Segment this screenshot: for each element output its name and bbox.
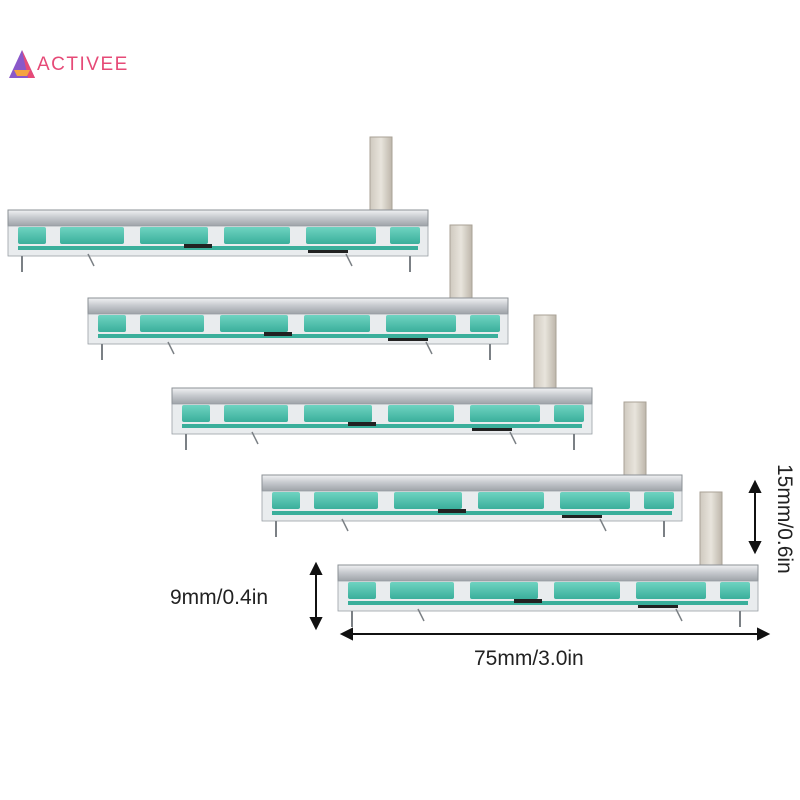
brand-logo-text: ACTIVEE [37,54,129,75]
length-dimension-label: 75mm/3.0in [474,647,584,670]
dimension-arrow-height [309,561,323,631]
brand-logo-icon [9,50,35,78]
slider-potentiometer-1 [7,136,429,273]
total-height-dimension-label: 15mm/0.6in [773,464,796,574]
height-dimension-label: 9mm/0.4in [170,586,269,609]
dimension-arrow-length [339,627,771,641]
dimension-arrow-total-height [748,479,762,555]
